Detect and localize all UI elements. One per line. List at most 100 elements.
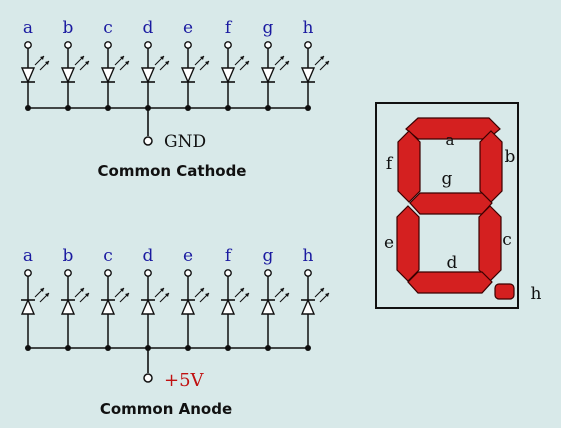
segment-label-g: g — [442, 169, 453, 189]
common-anode-pin-g-diode — [260, 298, 276, 315]
common-cathode-pin-a-terminal — [24, 41, 32, 49]
common-cathode-pin-f-emission-arrowhead — [240, 56, 244, 60]
common-anode-pin-d-emission-arrowhead — [165, 293, 169, 297]
common-anode-pin-b-diode — [60, 298, 76, 315]
common-anode-pin-c-emission-arrowhead — [125, 293, 129, 297]
common-anode-pin-a-emission-arrowhead — [40, 288, 44, 292]
seven-segment-display: a b f g c e d h — [375, 102, 542, 309]
common-cathode-pin-g-diode — [260, 67, 276, 84]
common-cathode-pin-a-emission-arrowhead — [40, 56, 44, 60]
common-anode-pin-b-label: b — [63, 246, 74, 266]
segment-label-f: f — [386, 154, 394, 174]
segment-label-h: h — [531, 284, 542, 304]
common-anode-pin-e-terminal — [184, 269, 192, 277]
segment-label-e: e — [384, 233, 394, 253]
common-anode-pin-b-terminal — [64, 269, 72, 277]
common-cathode-pin-f-emission-arrowhead — [245, 61, 249, 65]
common-anode-pin-h-label: h — [303, 246, 314, 266]
common-anode-pin-e-emission-arrowhead — [205, 293, 209, 297]
common-cathode-pin-h-label: h — [303, 18, 314, 38]
segment-label-d: d — [447, 253, 458, 273]
common-anode-pin-f-label: f — [225, 246, 233, 266]
common-cathode-pin-b-diode — [60, 67, 76, 84]
segment-label-b: b — [505, 147, 516, 167]
common-anode-pin-c-emission-arrowhead — [120, 288, 124, 292]
common-cathode-pin-a-label: a — [23, 18, 33, 38]
common-cathode-pin-e-label: e — [183, 18, 193, 38]
common-cathode-pin-c-emission-arrowhead — [125, 61, 129, 65]
segment-e — [396, 205, 420, 282]
common-cathode-pin-f-terminal — [224, 41, 232, 49]
common-cathode-pin-e-emission-arrowhead — [200, 56, 204, 60]
common-cathode-pin-h-terminal — [304, 41, 312, 49]
common-anode-pin-g-terminal — [264, 269, 272, 277]
common-anode-pin-c-terminal — [104, 269, 112, 277]
common-cathode-pin-h-emission-arrowhead — [325, 61, 329, 65]
segment-d — [407, 271, 493, 294]
common-cathode-pin-d-emission-arrowhead — [165, 61, 169, 65]
common-anode-pin-h-emission-arrowhead — [320, 288, 324, 292]
common-anode-pin-b-emission-arrowhead — [80, 288, 84, 292]
common-anode-pin-e-diode — [180, 298, 196, 315]
common-anode-title: Common Anode — [100, 400, 232, 418]
common-cathode-pin-b-terminal — [64, 41, 72, 49]
common-cathode-pin-g-emission-arrowhead — [280, 56, 284, 60]
common-anode-pin-c-diode — [100, 298, 116, 315]
common-cathode-pin-f-diode — [220, 67, 236, 84]
common-cathode-pin-a-diode — [20, 67, 36, 84]
common-cathode-title: Common Cathode — [98, 162, 247, 180]
segment-label-c: c — [502, 230, 512, 250]
common-cathode-pin-g-emission-arrowhead — [285, 61, 289, 65]
segment-c — [478, 205, 502, 282]
common-cathode-pin-d-terminal — [144, 41, 152, 49]
plus5v-label: +5V — [164, 370, 205, 391]
common-anode-pin-g-emission-arrowhead — [280, 288, 284, 292]
common-anode-pin-b-emission-arrowhead — [85, 293, 89, 297]
common-anode-pin-h-terminal — [304, 269, 312, 277]
common-anode-pin-f-emission-arrowhead — [240, 288, 244, 292]
common-cathode-pin-g-terminal — [264, 41, 272, 49]
segment-b — [479, 130, 503, 203]
common-anode-pin-h-diode — [300, 298, 316, 315]
common-cathode-pin-b-label: b — [63, 18, 74, 38]
common-anode-pin-d-terminal — [144, 269, 152, 277]
common-anode-pin-a-diode — [20, 298, 36, 315]
common-cathode-pin-b-emission-arrowhead — [80, 56, 84, 60]
common-anode-pin-g-emission-arrowhead — [285, 293, 289, 297]
segment-g — [409, 192, 493, 215]
gnd-label: GND — [164, 132, 206, 152]
common-anode-pin-h-emission-arrowhead — [325, 293, 329, 297]
common-anode-pin-a-label: a — [23, 246, 33, 266]
common-anode-pin-f-diode — [220, 298, 236, 315]
common-cathode-pin-c-label: c — [103, 18, 113, 38]
common-anode-pin-d-emission-arrowhead — [160, 288, 164, 292]
common-cathode-pin-a-emission-arrowhead — [45, 61, 49, 65]
anode-common-terminal — [143, 373, 153, 383]
cathode-common-terminal — [143, 136, 153, 146]
common-cathode-pin-b-emission-arrowhead — [85, 61, 89, 65]
common-anode-pin-a-emission-arrowhead — [45, 293, 49, 297]
common-anode-pin-d-diode — [140, 298, 156, 315]
common-cathode-pin-c-emission-arrowhead — [120, 56, 124, 60]
common-cathode-pin-h-diode — [300, 67, 316, 84]
common-cathode-pin-d-emission-arrowhead — [160, 56, 164, 60]
common-cathode-pin-f-label: f — [225, 18, 233, 38]
common-cathode-pin-d-diode — [140, 67, 156, 84]
common-anode-pin-a-terminal — [24, 269, 32, 277]
common-cathode-pin-g-label: g — [263, 18, 274, 38]
common-anode-pin-g-label: g — [263, 246, 274, 266]
common-cathode-pin-e-emission-arrowhead — [205, 61, 209, 65]
segment-f — [397, 130, 421, 203]
segment-h-dot — [494, 283, 515, 300]
common-cathode-pin-c-terminal — [104, 41, 112, 49]
segment-label-a: a — [446, 131, 455, 149]
common-anode-pin-e-label: e — [183, 246, 193, 266]
common-anode-pin-e-emission-arrowhead — [200, 288, 204, 292]
common-cathode-pin-e-diode — [180, 67, 196, 84]
display-frame — [375, 102, 519, 309]
common-cathode-pin-c-diode — [100, 67, 116, 84]
common-cathode-pin-e-terminal — [184, 41, 192, 49]
